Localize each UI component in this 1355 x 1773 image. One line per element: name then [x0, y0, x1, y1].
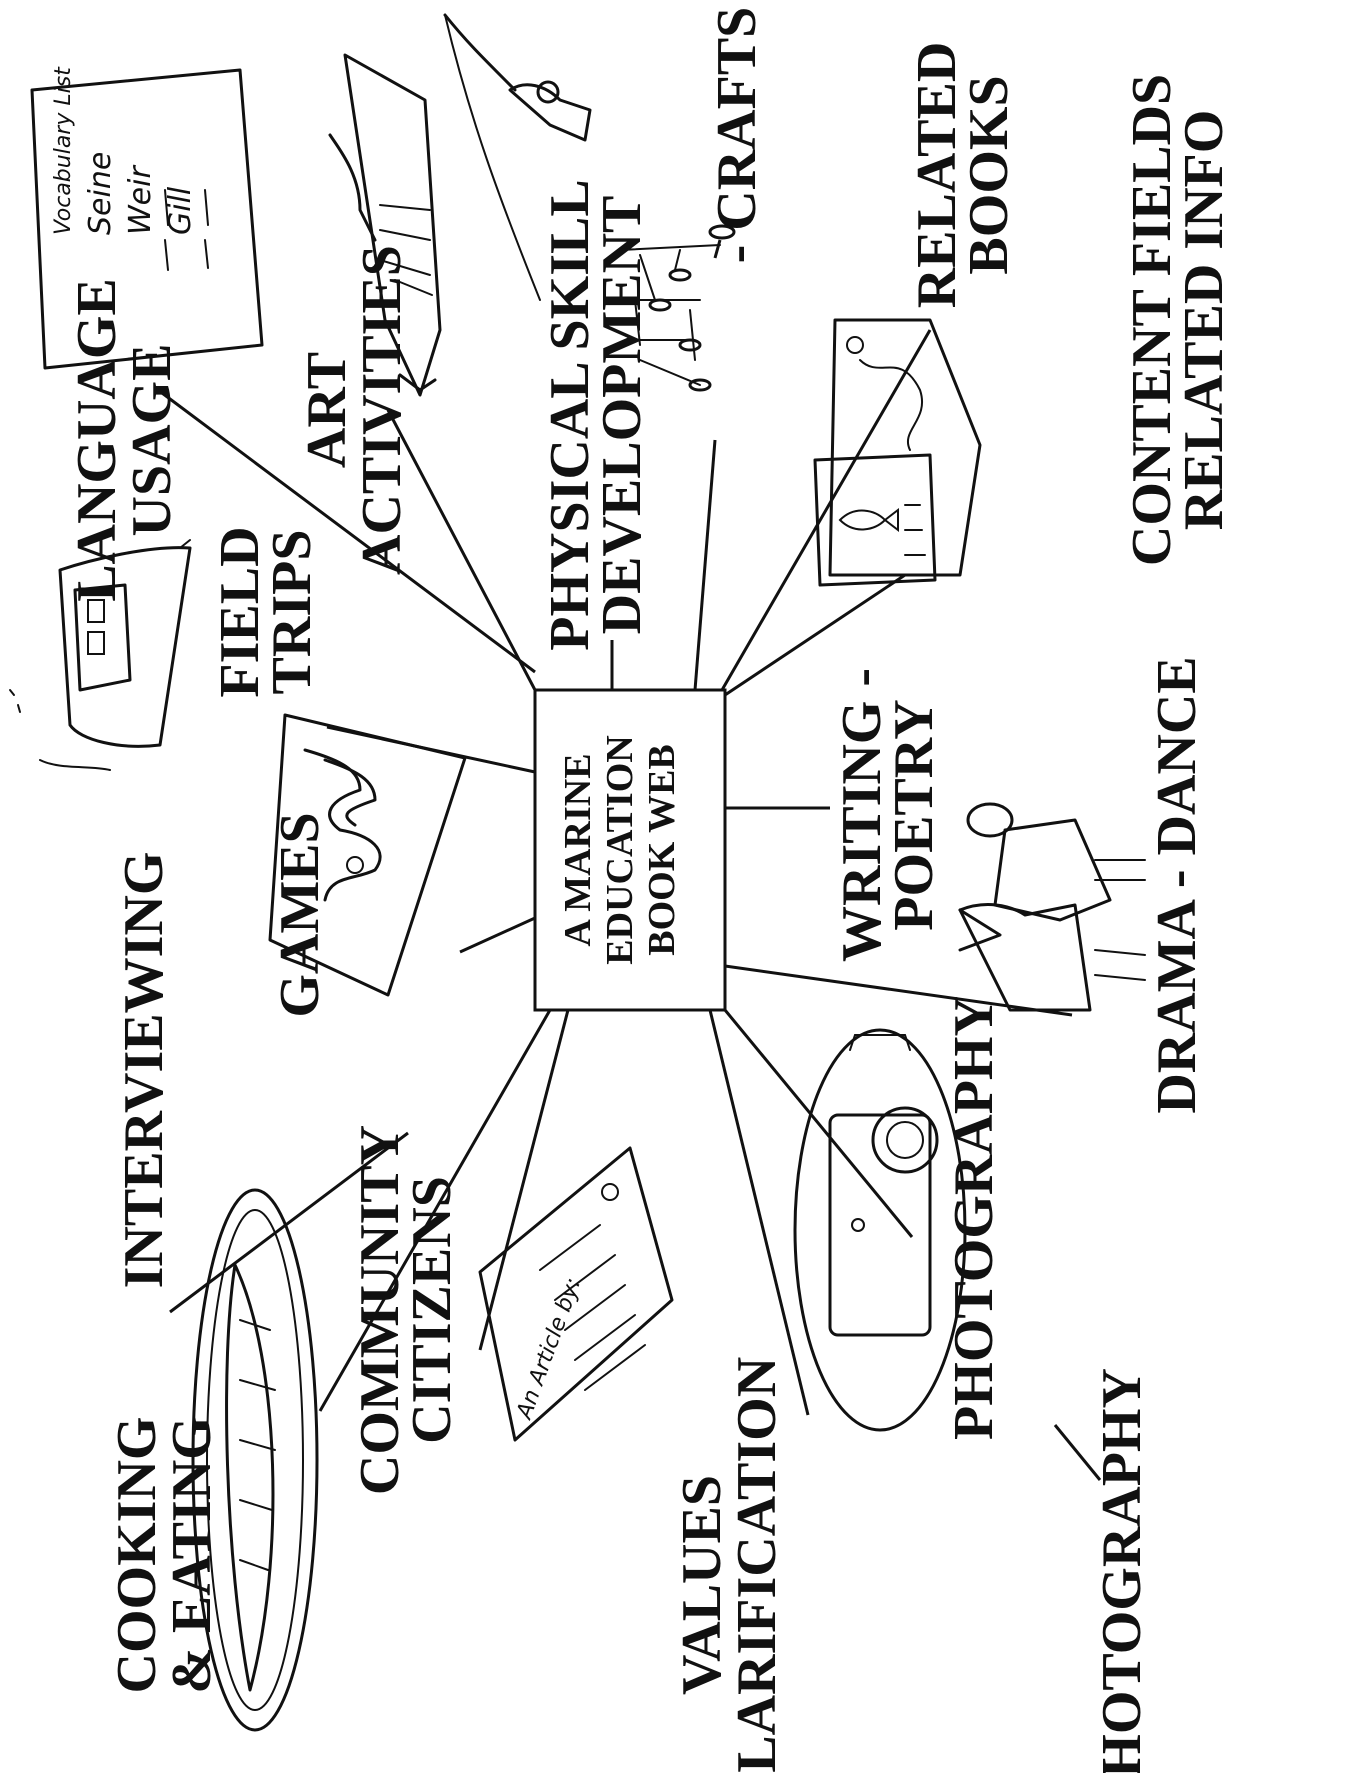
topic-photography-bottom-line-1: PHOTOGRAPHY	[1091, 1368, 1153, 1773]
costumed-dancers-icon	[960, 804, 1145, 1010]
topic-writing-poetry: WRITING - POETRY	[831, 668, 945, 962]
topic-values-clarification: VALUES CLARIFICATION	[671, 1357, 788, 1773]
topic-field-trips-line-2: TRIPS	[261, 530, 323, 695]
topic-related-books: RELATED BOOKS	[906, 42, 1020, 309]
connector-drama-dance	[725, 966, 1072, 1015]
open-book-icon	[815, 320, 980, 585]
topic-related-books-line-2: BOOKS	[958, 75, 1020, 274]
topic-content-fields-line-2: RELATED INFO	[1173, 110, 1235, 531]
connector-values	[710, 1010, 808, 1415]
camera-icon	[795, 1030, 965, 1430]
center-line-3: BOOK WEB	[641, 744, 683, 956]
topic-photography-bottom: PHOTOGRAPHY	[1091, 1368, 1153, 1773]
topic-writing-poetry-line-2: POETRY	[883, 699, 945, 930]
topic-photography-top-line-1: PHOTOGRAPHY	[943, 996, 1005, 1440]
vocabulary-word-1: Seine	[83, 152, 118, 235]
article-heading: An Article by:	[511, 1274, 586, 1423]
topic-community-citizens: COMMUNITY CITIZENS	[349, 1125, 463, 1495]
vocabulary-list-title: Vocabulary List	[51, 66, 76, 235]
topic-games: GAMES	[269, 812, 331, 1017]
topic-drama-dance-line-1: DRAMA - DANCE	[1146, 656, 1208, 1113]
topic-language-usage-line-2: USAGE	[121, 344, 183, 537]
topic-crafts: - CRAFTS	[706, 7, 768, 264]
center-node: A MARINE EDUCATION BOOK WEB	[535, 690, 725, 1010]
vocabulary-word-3: Gill	[163, 186, 198, 235]
topic-field-trips: FIELD TRIPS	[209, 526, 323, 697]
connector-photography	[725, 1010, 912, 1237]
topic-values-clarification-line-1: VALUES	[671, 1475, 733, 1695]
center-line-2: EDUCATION	[599, 735, 641, 964]
topic-cooking-eating: COOKING & EATING	[106, 1416, 223, 1693]
topic-crafts-line-1: - CRAFTS	[706, 7, 768, 264]
connector-crafts	[695, 440, 715, 690]
topic-cooking-eating-line-1: COOKING	[106, 1417, 168, 1694]
topic-physical-skill-line-2: DEVELOPMENT	[591, 196, 653, 635]
topic-drama-dance: DRAMA - DANCE	[1146, 656, 1208, 1113]
topic-interviewing-line-1: INTERVIEWING	[113, 852, 175, 1289]
topic-community-citizens-line-2: CITIZENS	[401, 1176, 463, 1444]
vocabulary-word-2: Weir	[123, 165, 158, 235]
topic-content-fields: CONTENT FIELDS RELATED INFO	[1121, 74, 1235, 566]
topic-values-clarification-line-2: CLARIFICATION	[726, 1357, 788, 1773]
center-line-1: A MARINE	[557, 753, 599, 946]
topic-art-activities: ART ACTIVITIES	[296, 245, 413, 575]
topic-photography-top: PHOTOGRAPHY	[943, 996, 1005, 1440]
topic-interviewing: INTERVIEWING	[113, 852, 175, 1289]
topic-art-activities-line-1: ART	[296, 352, 358, 468]
article-paper-icon: An Article by:	[480, 1148, 672, 1440]
topic-games-line-1: GAMES	[269, 812, 331, 1017]
connector-games	[460, 918, 535, 952]
decorative-marks	[10, 690, 20, 712]
